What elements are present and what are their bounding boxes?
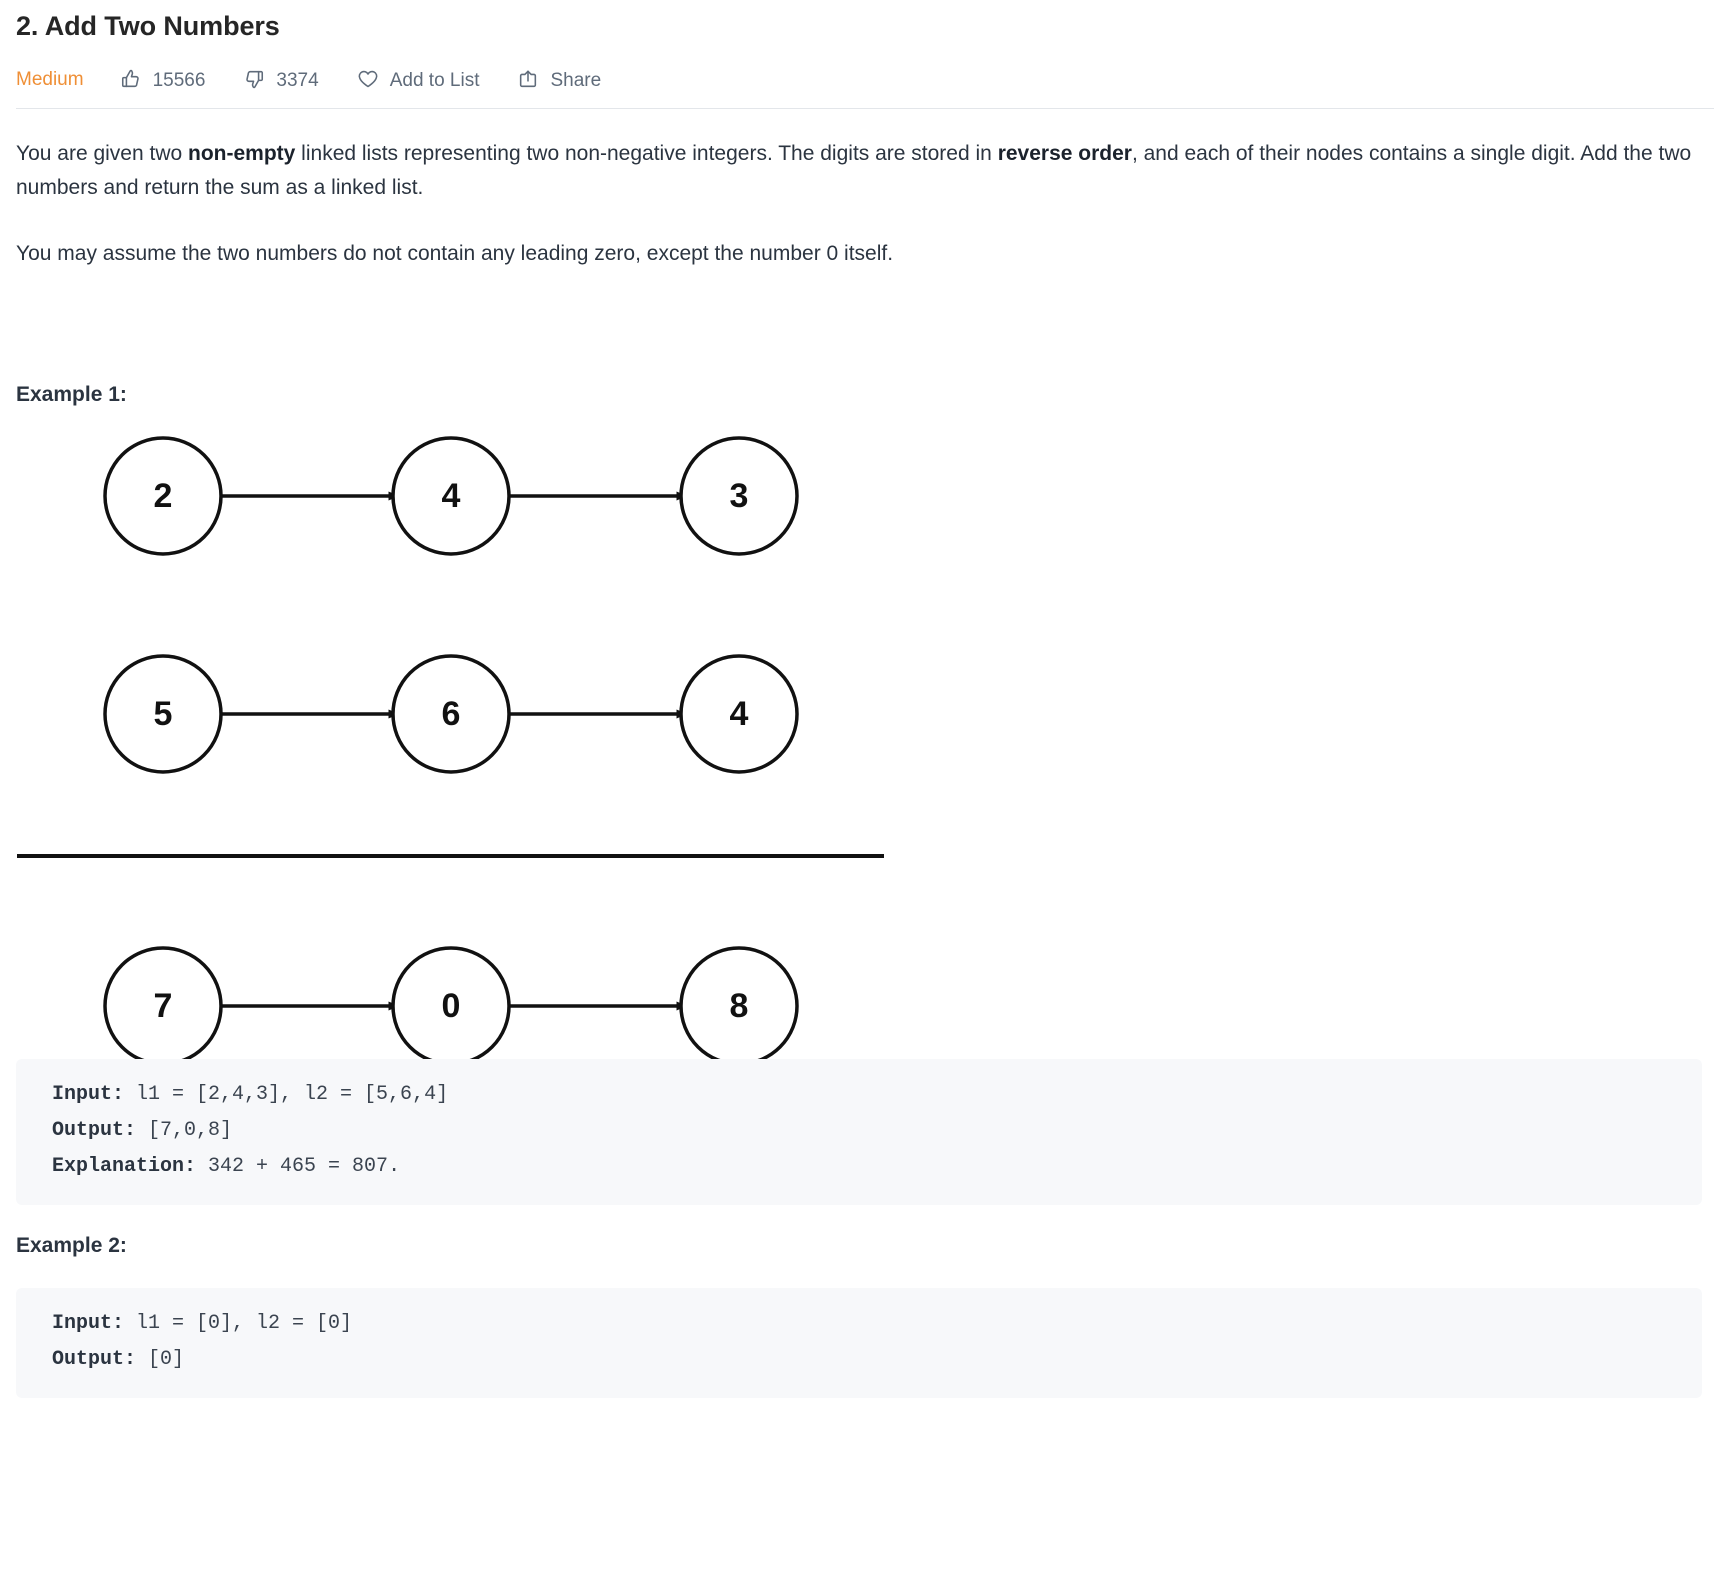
diagram-row-list1: 2 4 3 — [103, 436, 799, 556]
share-label: Share — [550, 69, 602, 91]
desc-text-c: linked lists representing two non-negati… — [295, 142, 998, 165]
add-to-list-button[interactable]: Add to List — [357, 68, 480, 91]
heart-icon — [357, 68, 379, 90]
desc-text-a: You are given two — [16, 142, 189, 165]
diagram-row-result: 7 0 8 — [103, 946, 799, 1066]
code-value: 342 + 465 = 807. — [196, 1155, 401, 1178]
desc-text-e: , and each of their nodes contains a sin… — [16, 142, 1692, 199]
code-key: Output: — [52, 1348, 137, 1371]
dislike-count: 3374 — [276, 69, 319, 91]
linked-list-diagram: 2 4 3 5 6 4 — [16, 424, 916, 1074]
share-icon — [517, 68, 539, 90]
code-key: Input: — [52, 1083, 125, 1106]
svg-text:3: 3 — [730, 477, 749, 515]
svg-text:4: 4 — [730, 695, 749, 733]
problem-meta-bar: Medium 15566 3374 — [16, 50, 1714, 108]
code-key: Explanation: — [52, 1155, 197, 1178]
diagram-row-list2: 5 6 4 — [103, 654, 799, 774]
thumbs-down-icon — [243, 68, 265, 90]
add-to-list-label: Add to List — [389, 69, 480, 91]
like-button[interactable]: 15566 — [120, 68, 206, 91]
code-line: Output: [7,0,8] — [16, 1113, 1702, 1149]
desc-emphasis-non-empty: non-empty — [188, 142, 296, 165]
example-2-code-block: Input: l1 = [0], l2 = [0] Output: [0] — [16, 1288, 1702, 1398]
thumbs-up-icon — [120, 68, 142, 90]
code-value: [0] — [136, 1348, 185, 1371]
example-2-heading: Example 2: — [16, 1234, 127, 1257]
svg-text:8: 8 — [730, 987, 749, 1025]
code-line: Output: [0] — [16, 1342, 1702, 1378]
code-key: Input: — [52, 1312, 125, 1335]
dislike-button[interactable]: 3374 — [243, 68, 319, 91]
difficulty-badge[interactable]: Medium — [16, 68, 84, 90]
like-count: 15566 — [152, 69, 206, 91]
example-1-code-block: Input: l1 = [2,4,3], l2 = [5,6,4] Output… — [16, 1059, 1702, 1205]
svg-text:4: 4 — [442, 477, 461, 515]
code-line: Input: l1 = [0], l2 = [0] — [16, 1306, 1702, 1342]
svg-text:6: 6 — [442, 695, 461, 733]
code-value: l1 = [2,4,3], l2 = [5,6,4] — [124, 1083, 449, 1106]
page-title: 2. Add Two Numbers — [16, 11, 280, 41]
svg-text:2: 2 — [154, 477, 173, 515]
header-divider — [16, 108, 1714, 109]
code-line: Explanation: 342 + 465 = 807. — [16, 1149, 1702, 1185]
svg-text:0: 0 — [442, 987, 461, 1025]
description-paragraph-1: You are given two non-empty linked lists… — [16, 137, 1714, 205]
svg-text:7: 7 — [154, 987, 173, 1025]
svg-text:5: 5 — [154, 695, 173, 733]
code-key: Output: — [52, 1119, 137, 1142]
code-line: Input: l1 = [2,4,3], l2 = [5,6,4] — [16, 1077, 1702, 1113]
example-1-heading: Example 1: — [16, 383, 127, 406]
share-button[interactable]: Share — [517, 68, 601, 90]
desc-emphasis-reverse-order: reverse order — [997, 142, 1132, 165]
description-paragraph-2: You may assume the two numbers do not co… — [16, 242, 894, 265]
code-value: l1 = [0], l2 = [0] — [124, 1312, 353, 1335]
code-value: [7,0,8] — [136, 1119, 233, 1142]
